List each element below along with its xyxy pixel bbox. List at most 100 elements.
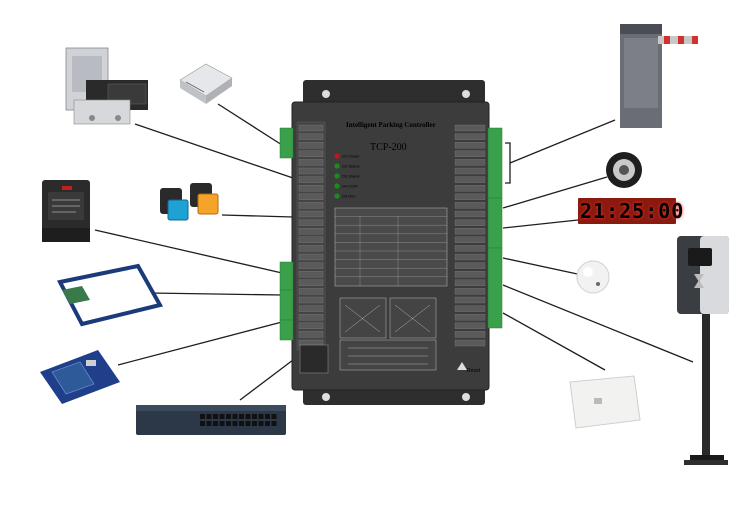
switch-port [239, 414, 244, 419]
pin-label-cell [455, 194, 485, 200]
card-reader-wallplate [570, 376, 640, 428]
status-led-label: D1 Power [342, 154, 360, 159]
switch-port [213, 421, 218, 426]
status-led [334, 173, 339, 178]
pin-label-cell [299, 194, 323, 200]
pin-label-cell [455, 151, 485, 157]
function-table [335, 208, 447, 286]
switch-port [220, 421, 225, 426]
speaker [606, 152, 642, 188]
pin-label-cell [299, 125, 323, 131]
vehicle-loop-detector [42, 180, 90, 242]
status-led [334, 163, 339, 168]
switch-port [246, 414, 251, 419]
switch-port [265, 414, 270, 419]
rfid-reader-board [40, 350, 120, 404]
pin-label-cell [455, 245, 485, 251]
switch-port [207, 421, 212, 426]
wire-card-dispenser [135, 124, 293, 178]
pin-label-cell [299, 306, 323, 312]
pin-label-cell [455, 254, 485, 260]
pin-label-cell [455, 185, 485, 191]
switch-port [200, 421, 205, 426]
push-buttons [160, 183, 218, 220]
status-led [334, 193, 339, 198]
status-led [334, 153, 339, 158]
pin-label-cell [455, 340, 485, 346]
ethernet-port [300, 345, 328, 373]
pin-label-cell [299, 159, 323, 165]
pin-label-cell [299, 220, 323, 226]
pin-label-cell [299, 228, 323, 234]
mount-ear-top [303, 80, 485, 104]
switch-port [272, 414, 277, 419]
wire-push-buttons [222, 215, 293, 217]
pin-label-cell [455, 142, 485, 148]
pin-label-cell [299, 288, 323, 294]
status-led [334, 183, 339, 188]
switch-port [233, 421, 238, 426]
switch-port [233, 414, 238, 419]
mount-hole [322, 90, 330, 98]
switch-port [272, 421, 277, 426]
switch-port [246, 421, 251, 426]
wire-power-supply [218, 104, 282, 145]
pin-label-cell [299, 280, 323, 286]
wire-kiosk [503, 285, 693, 362]
power-supply [180, 64, 232, 104]
controller-model: TCP-200 [370, 142, 407, 153]
status-led-label: D2 Status [342, 164, 360, 169]
pin-label-cell [455, 211, 485, 217]
switch-port [200, 414, 205, 419]
mount-hole [322, 393, 330, 401]
pin-label-cell [455, 263, 485, 269]
pin-label-cell [299, 323, 323, 329]
pin-label-cell [455, 220, 485, 226]
pin-label-cell [455, 331, 485, 337]
switch-port [207, 414, 212, 419]
network-switch [136, 405, 286, 435]
wire-loop-detector [95, 230, 282, 273]
mount-hole [462, 90, 470, 98]
status-led-label: D3 Status [342, 174, 360, 179]
long-range-rfid-reader [60, 266, 160, 324]
switch-port [265, 421, 270, 426]
pin-label-cell [455, 168, 485, 174]
pin-label-cell [455, 280, 485, 286]
pin-label-cell [455, 228, 485, 234]
pin-label-cell [299, 185, 323, 191]
pin-label-cell [299, 271, 323, 277]
barrier-gate [620, 24, 698, 128]
status-led-label: D4 COM [342, 184, 358, 189]
pin-label-cell [455, 177, 485, 183]
pin-label-cell [299, 202, 323, 208]
switch-port [259, 414, 264, 419]
mount-hole [462, 393, 470, 401]
pin-label-cell [299, 237, 323, 243]
wire-wallplate [503, 313, 605, 370]
switch-port [226, 421, 231, 426]
pin-label-cell [299, 254, 323, 260]
pin-label-cell [299, 177, 323, 183]
wiring-diagram-3 [340, 340, 436, 370]
pin-label-cell [455, 271, 485, 277]
controller-title: Intelligent Parking Controller [346, 121, 436, 129]
pin-label-cell [299, 314, 323, 320]
switch-port [239, 421, 244, 426]
switch-port [226, 414, 231, 419]
wire-barrier-gate-link [510, 120, 615, 163]
pin-label-cell [455, 159, 485, 165]
reset-label: Reset [467, 368, 481, 374]
pin-label-cell [299, 297, 323, 303]
wire-rfid-board [118, 322, 282, 365]
wire-clock [503, 220, 578, 228]
pin-label-cell [299, 168, 323, 174]
switch-port [252, 414, 257, 419]
pin-label-cell [299, 151, 323, 157]
pin-label-cell [455, 323, 485, 329]
wire-rfid-reader [150, 293, 282, 295]
switch-port [213, 414, 218, 419]
wire-barrier-gate [505, 143, 510, 183]
pin-label-cell [455, 314, 485, 320]
